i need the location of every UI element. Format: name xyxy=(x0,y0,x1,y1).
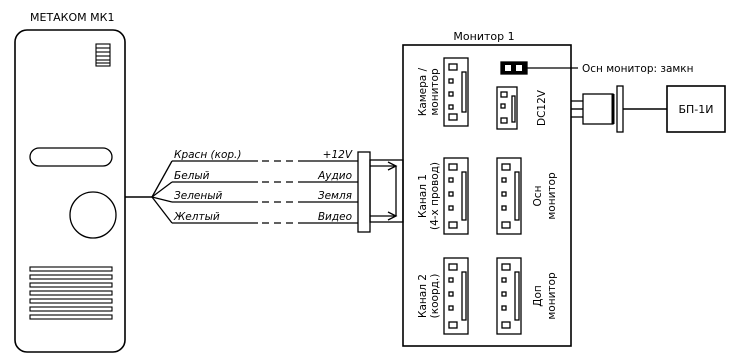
wire-bundle xyxy=(125,160,358,224)
jumper-icon xyxy=(500,61,528,75)
intercom-panel xyxy=(14,29,126,353)
power-supply-box xyxy=(666,85,726,133)
speaker-grille-icon xyxy=(95,43,111,67)
wire-4-signal: Видео xyxy=(318,211,352,223)
channel2-label-line1: Канал 2 xyxy=(417,274,429,318)
dc12v-connector xyxy=(496,86,518,130)
wire-1-color: Красн (кор.) xyxy=(174,149,242,161)
power-supply-label: БП-1И xyxy=(678,103,713,116)
wire-2-signal: Аудио xyxy=(317,170,352,182)
channel2-connector xyxy=(443,257,469,335)
wire-1-signal: +12V xyxy=(323,149,353,161)
wire-4-color: Желтый xyxy=(173,211,220,223)
channel1-label-line1: Канал 1 xyxy=(417,174,429,218)
monitor-title: Монитор 1 xyxy=(453,30,514,43)
speaker-slots-icon xyxy=(29,266,113,320)
monitor-body xyxy=(402,44,572,347)
wire-3-signal: Земля xyxy=(318,190,352,202)
extra-monitor-label-line2: монитор xyxy=(546,272,558,320)
main-monitor-label-line2: монитор xyxy=(546,172,558,220)
main-monitor-label-line1: Осн xyxy=(532,186,544,207)
panel-title: МЕТАКОМ МК1 xyxy=(30,11,114,24)
camera-window xyxy=(29,147,113,167)
call-button-icon xyxy=(69,191,117,239)
extra-monitor-connector xyxy=(496,257,522,335)
channel1-connector xyxy=(443,157,469,235)
main-monitor-connector xyxy=(496,157,522,235)
channel2-label-line2: (коорд.) xyxy=(429,274,441,319)
channel1-label-line2: (4-х провод) xyxy=(429,162,441,230)
camera-label-line1: Камера / xyxy=(417,67,429,116)
camera-label-line2: монитор xyxy=(429,68,441,116)
panel-body xyxy=(14,29,126,353)
wire-2-color: Белый xyxy=(174,170,210,182)
camera-connector xyxy=(443,57,469,127)
wire-plug-connector xyxy=(357,151,404,233)
wire-3-color: Зеленый xyxy=(174,190,223,202)
extra-monitor-label-line1: Доп xyxy=(532,285,544,307)
jumper-label: Осн монитор: замкн xyxy=(582,63,694,75)
dc12v-label: DC12V xyxy=(536,89,548,126)
dc-power-plug xyxy=(571,85,667,133)
